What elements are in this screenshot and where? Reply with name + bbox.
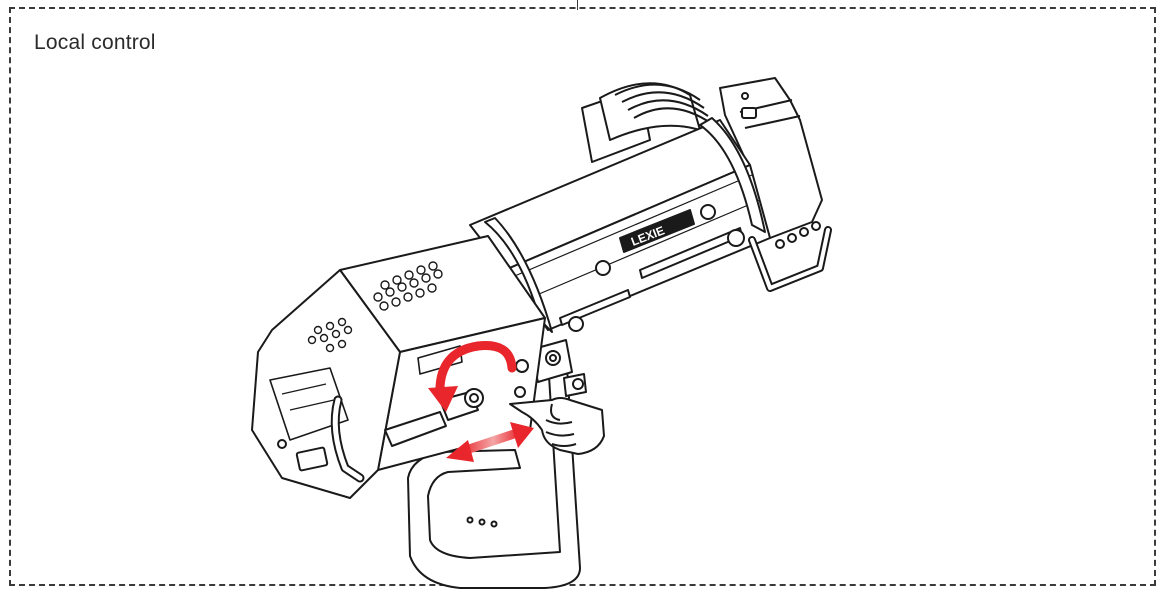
pointing-hand-icon (509, 397, 605, 455)
vent-grille (307, 261, 443, 353)
frame-connector-tick (577, 0, 578, 10)
rotate-arrow-icon (428, 340, 517, 412)
diagram-title: Local control (34, 31, 156, 54)
side-handle (384, 411, 447, 447)
rear-collar (699, 117, 766, 233)
followspot-fixture-icon: LEXIE (251, 77, 832, 589)
push-pull-arrow-icon (446, 422, 534, 462)
rear-housing (719, 77, 823, 239)
dashed-frame (9, 7, 1156, 586)
cooling-fins (581, 82, 713, 163)
